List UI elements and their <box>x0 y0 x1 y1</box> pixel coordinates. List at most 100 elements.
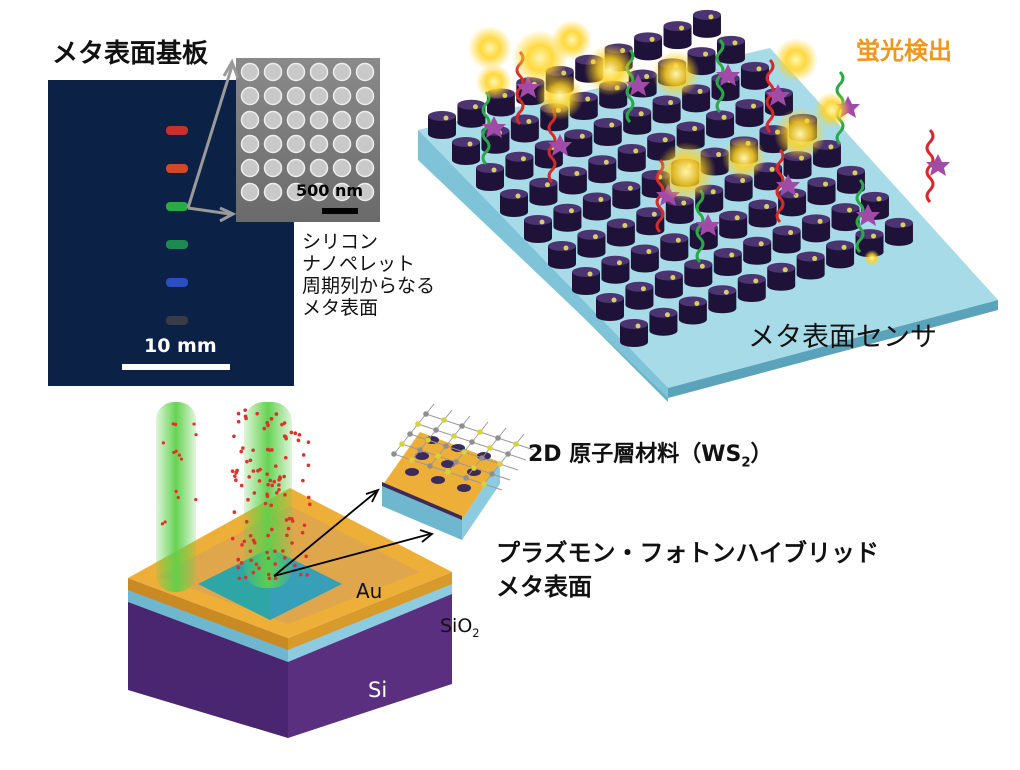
photon <box>255 411 259 416</box>
nanopellet <box>309 158 329 178</box>
nanopellet <box>332 110 352 130</box>
nanopellet-array <box>240 62 375 202</box>
description-line-3: 周期列からなる <box>302 274 436 297</box>
pillar <box>719 210 748 239</box>
glow-spot <box>722 136 766 180</box>
nanopellet <box>355 182 375 202</box>
ws2-atom <box>407 431 413 437</box>
glow-spot <box>656 142 716 202</box>
photon <box>267 448 272 452</box>
nanopellet <box>240 134 260 154</box>
photon <box>283 556 287 560</box>
material-label-suffix: ） <box>750 442 773 467</box>
photon <box>273 549 277 554</box>
pillar <box>692 9 721 38</box>
color-patch <box>166 316 188 325</box>
photon <box>243 414 248 419</box>
ws2-atom <box>463 475 469 481</box>
sem-inset <box>236 58 380 222</box>
fluorophore-star <box>716 64 740 86</box>
pillar <box>735 99 764 128</box>
ws2-atom <box>451 433 457 439</box>
nanopellet <box>286 134 306 154</box>
photon <box>251 448 255 453</box>
photon <box>163 520 167 524</box>
layer-label-si: Si <box>368 678 388 702</box>
photon <box>285 533 289 538</box>
photon <box>273 576 278 581</box>
pillar <box>831 203 860 232</box>
photon <box>280 422 284 427</box>
nanopellet <box>263 86 283 106</box>
fluorophore-star <box>548 134 572 156</box>
photon <box>287 516 292 521</box>
photon <box>306 463 311 468</box>
description-block: シリコン ナノペレット 周期列からなる メタ表面 <box>302 231 436 319</box>
glow-spot <box>552 20 592 60</box>
photo-scale-bar <box>122 364 230 370</box>
photon <box>269 417 274 421</box>
photon <box>251 538 256 543</box>
pillar <box>623 106 652 135</box>
photon <box>249 558 253 563</box>
pillar <box>524 215 552 243</box>
ws2-atom <box>479 455 485 461</box>
ws2-atom <box>391 451 397 457</box>
nanopellet <box>286 182 306 202</box>
photon <box>281 549 285 553</box>
photon <box>304 554 308 559</box>
pillar <box>807 177 836 206</box>
photon <box>239 561 244 565</box>
photon <box>269 503 274 508</box>
nanopellet <box>286 62 306 82</box>
ws2-atom <box>513 441 519 447</box>
photon <box>257 566 261 570</box>
photon <box>305 573 309 577</box>
photon <box>297 432 302 437</box>
description-line-2: ナノペレット <box>302 252 416 275</box>
metasurface-color-patches <box>166 126 188 325</box>
color-patch <box>166 126 188 135</box>
nanopellet <box>355 62 375 82</box>
photon <box>236 557 240 562</box>
photon <box>244 519 249 524</box>
pillar <box>630 244 659 273</box>
photon <box>236 411 241 416</box>
photon <box>179 457 184 461</box>
photon <box>267 576 272 581</box>
ws2-atom <box>505 451 511 457</box>
pillar <box>510 114 539 143</box>
glow-spot <box>468 26 512 70</box>
photon <box>284 436 288 441</box>
pillar <box>684 259 713 288</box>
photon <box>265 492 269 497</box>
photon <box>234 470 238 475</box>
pillar <box>708 285 737 314</box>
metasurface-sensor <box>418 9 998 402</box>
description-line-4: メタ表面 <box>302 296 379 319</box>
nanopellet <box>240 158 260 178</box>
pillar <box>558 166 587 195</box>
color-patch <box>166 278 188 287</box>
photon <box>232 510 237 514</box>
ws2-atom <box>481 481 487 487</box>
ws2-inset <box>382 403 535 540</box>
ws2-atom <box>433 427 439 433</box>
photon <box>273 562 277 566</box>
ws2-atom <box>471 465 477 471</box>
glow-spot <box>476 64 512 100</box>
photon <box>176 495 180 500</box>
photon <box>301 453 306 457</box>
photon <box>251 570 256 575</box>
photon <box>306 440 311 444</box>
pillar <box>654 270 683 299</box>
pillar <box>577 229 606 258</box>
ws2-atom <box>399 441 405 447</box>
photon <box>174 489 178 493</box>
photon <box>243 408 247 412</box>
photon <box>265 421 270 425</box>
ws2-atom <box>469 439 475 445</box>
pillar <box>596 293 624 321</box>
photon <box>265 550 269 555</box>
